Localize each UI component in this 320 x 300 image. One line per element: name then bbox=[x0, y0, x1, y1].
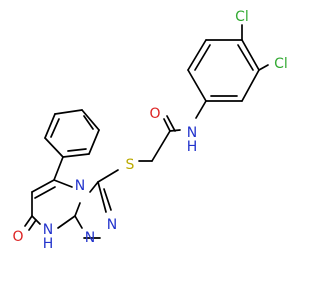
atom-nh-ring: N bbox=[43, 222, 53, 238]
atom-o-amide: O bbox=[149, 106, 160, 122]
atom-n-bridge: N bbox=[75, 178, 85, 194]
atom-n-triazole-2: N bbox=[85, 230, 95, 246]
pyrimidinone-ring bbox=[24, 179, 76, 231]
atom-cl2: Cl bbox=[274, 56, 288, 72]
amide-linker bbox=[97, 100, 207, 183]
atom-nh-ring-h: H bbox=[43, 236, 54, 252]
atom-s: S bbox=[126, 157, 135, 173]
bond-c-cl2 bbox=[258, 64, 269, 71]
atom-cl1: Cl bbox=[235, 9, 249, 25]
structure-diagram: Cl Cl O N H S N N N N H O bbox=[12, 9, 288, 252]
molecule-drawing: Cl Cl O N H S N N N N H O bbox=[12, 9, 288, 252]
atom-n-amide-h: H bbox=[187, 139, 198, 155]
atom-n-amide: N bbox=[187, 125, 197, 141]
atom-o-ketone: O bbox=[12, 229, 23, 245]
dichlorophenyl-ring bbox=[187, 39, 260, 102]
phenyl-ring bbox=[44, 109, 100, 181]
atom-n-triazole-1: N bbox=[107, 217, 117, 233]
triazole-ring bbox=[74, 181, 112, 239]
